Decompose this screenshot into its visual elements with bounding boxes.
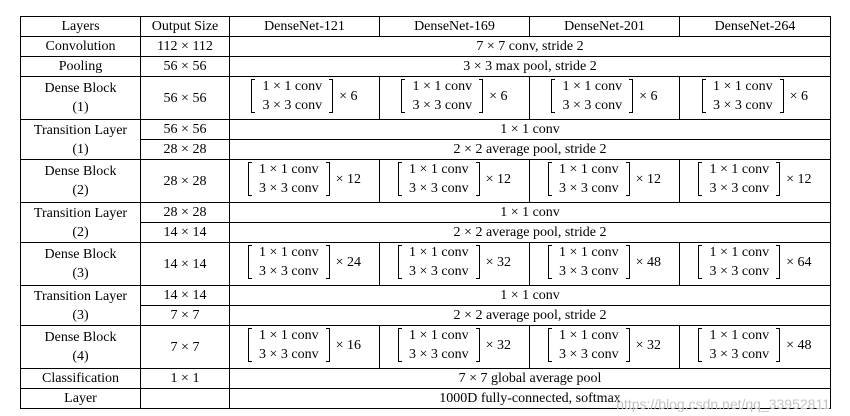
output-size: 56 × 56	[140, 119, 230, 140]
layer-name: Dense Block(4)	[20, 325, 141, 369]
output-size: 14 × 14	[140, 222, 230, 243]
block-multiplier: × 6	[489, 88, 508, 104]
layer-name: Convolution	[20, 36, 141, 57]
layer-name: Dense Block(3)	[20, 242, 141, 286]
layer-name: Transition Layer(3)	[20, 285, 141, 326]
header-densenet-169: DenseNet-169	[379, 16, 530, 37]
output-size: 28 × 28	[140, 202, 230, 223]
layer-description: 3 × 3 max pool, stride 2	[229, 56, 831, 77]
block-multiplier: × 24	[335, 254, 361, 270]
layer-description: 1 × 1 conv	[229, 119, 831, 140]
block-multiplier: × 6	[339, 88, 358, 104]
block-multiplier: × 32	[485, 254, 511, 270]
row-classification-a: Classification 1 × 1 7 × 7 global averag…	[20, 368, 831, 389]
header-densenet-264: DenseNet-264	[679, 16, 831, 37]
row-transition-layer-1a: Transition Layer(1) 56 × 56 1 × 1 conv	[20, 119, 831, 160]
block-multiplier: × 6	[639, 88, 658, 104]
row-pooling: Pooling 56 × 56 3 × 3 max pool, stride 2	[20, 56, 831, 77]
row-transition-layer-2b: 14 × 14 2 × 2 average pool, stride 2	[21, 222, 831, 243]
output-size: 7 × 7	[140, 305, 230, 326]
layer-name: Transition Layer(1)	[20, 119, 141, 160]
output-size: 56 × 56	[140, 56, 230, 77]
output-size: 7 × 7	[140, 325, 230, 369]
row-transition-layer-3b: 7 × 7 2 × 2 average pool, stride 2	[21, 305, 831, 326]
block-multiplier: × 48	[786, 337, 812, 353]
layer-name: Transition Layer(2)	[20, 202, 141, 243]
layer-name: Pooling	[20, 56, 141, 77]
output-size: 14 × 14	[140, 242, 230, 286]
densenet-architecture-table: Layers Output Size DenseNet-121 DenseNet…	[20, 16, 831, 409]
layer-description: 1 × 1 conv	[229, 285, 831, 306]
block-multiplier: × 64	[786, 254, 812, 270]
row-convolution: Convolution 112 × 112 7 × 7 conv, stride…	[20, 36, 831, 57]
layer-description: 1000D fully-connected, softmax	[229, 388, 831, 409]
layer-description: 7 × 7 conv, stride 2	[229, 36, 831, 57]
layer-description: 7 × 7 global average pool	[229, 368, 831, 389]
output-size: 112 × 112	[140, 36, 230, 57]
block-multiplier: × 12	[335, 171, 361, 187]
block-multiplier: × 12	[635, 171, 661, 187]
block-multiplier: × 12	[786, 171, 812, 187]
layer-name: Dense Block(1)	[20, 76, 141, 120]
header-output-size: Output Size	[140, 16, 230, 37]
layer-description: 2 × 2 average pool, stride 2	[229, 139, 831, 160]
output-size: 14 × 14	[140, 285, 230, 306]
row-transition-layer-2a: Transition Layer(2) 28 × 28 1 × 1 conv	[20, 202, 831, 243]
block-multiplier: × 32	[635, 337, 661, 353]
block-multiplier: × 32	[485, 337, 511, 353]
layer-description: 2 × 2 average pool, stride 2	[229, 305, 831, 326]
layer-name: Dense Block(2)	[20, 159, 141, 203]
row-classification-b: Layer 1000D fully-connected, softmax	[20, 388, 831, 409]
row-transition-layer-3a: Transition Layer(3) 14 × 14 1 × 1 conv	[20, 285, 831, 326]
output-size: 28 × 28	[140, 139, 230, 160]
block-multiplier: × 48	[635, 254, 661, 270]
layer-name: Layer	[20, 388, 141, 409]
output-size: 56 × 56	[140, 76, 230, 120]
header-densenet-201: DenseNet-201	[529, 16, 680, 37]
output-size: 28 × 28	[140, 159, 230, 203]
layer-name: Classification	[20, 368, 141, 389]
output-size: 1 × 1	[140, 368, 230, 389]
block-multiplier: × 12	[485, 171, 511, 187]
output-size-empty	[140, 388, 230, 409]
layer-description: 1 × 1 conv	[229, 202, 831, 223]
block-multiplier: × 6	[789, 88, 808, 104]
header-densenet-121: DenseNet-121	[229, 16, 380, 37]
block-multiplier: × 16	[335, 337, 361, 353]
header-row: Layers Output Size DenseNet-121 DenseNet…	[20, 16, 831, 37]
row-transition-layer-1b: 28 × 28 2 × 2 average pool, stride 2	[21, 139, 831, 160]
watermark: https://blog.csdn.net/qq_33952811	[616, 396, 830, 412]
header-layers: Layers	[20, 16, 141, 37]
layer-description: 2 × 2 average pool, stride 2	[229, 222, 831, 243]
